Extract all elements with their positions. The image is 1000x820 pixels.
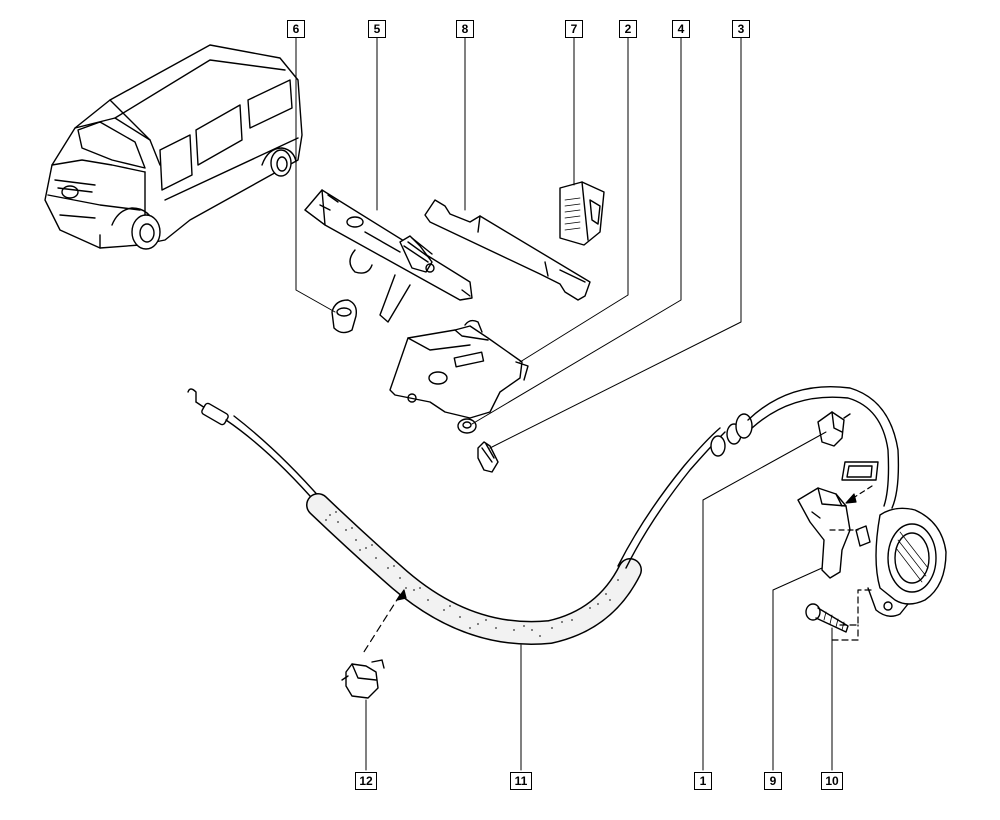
part-8-plate: [424, 199, 591, 301]
part-11-cable: [187, 385, 900, 645]
part-9-lever: [797, 487, 851, 579]
callout-5: 5: [368, 20, 386, 38]
part-12-clip: [341, 659, 385, 699]
callout-7: 7: [565, 20, 583, 38]
callout-4: 4: [672, 20, 690, 38]
callout-11: 11: [510, 772, 532, 790]
part-10-screw: [805, 603, 849, 633]
callout-12: 12: [355, 772, 377, 790]
release-handle-assembly: [841, 461, 947, 617]
cable-sleeve-texture: [325, 511, 619, 637]
part-3-bolt: [477, 441, 499, 473]
callout-8: 8: [456, 20, 474, 38]
part-1-cable-clip: [817, 411, 851, 447]
part-4-washer: [457, 418, 477, 434]
van-illustration: [44, 44, 303, 250]
part-2-bracket: [389, 319, 529, 419]
part-7-clip: [559, 181, 605, 246]
callout-1: 1: [694, 772, 712, 790]
leader-lines: [295, 36, 833, 771]
callout-10: 10: [821, 772, 843, 790]
callout-3: 3: [732, 20, 750, 38]
callout-2: 2: [619, 20, 637, 38]
callout-6: 6: [287, 20, 305, 38]
assembly-guides: [361, 485, 873, 656]
callout-9: 9: [764, 772, 782, 790]
part-6-bump-stop: [331, 299, 358, 334]
part-5-latch: [304, 189, 473, 323]
